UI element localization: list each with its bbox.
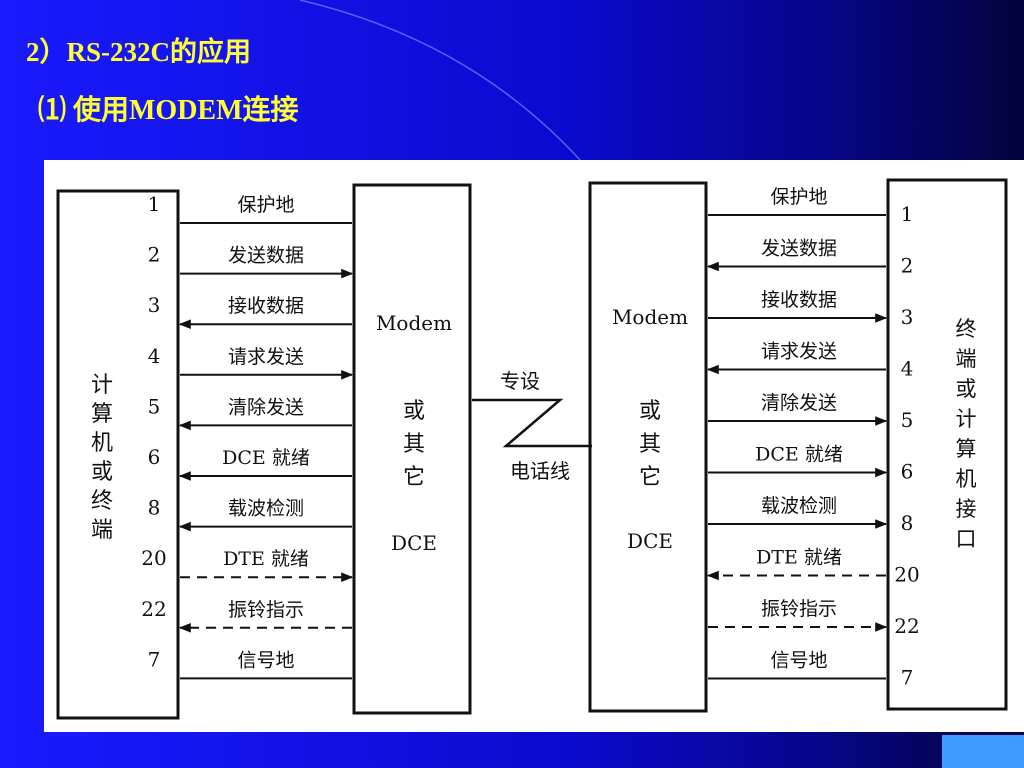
left-pin-number: 20 bbox=[141, 546, 166, 570]
left-pin-number: 22 bbox=[141, 597, 166, 621]
right-device-char: 接 bbox=[956, 497, 977, 521]
left-signal-name: 保护地 bbox=[237, 194, 294, 216]
decorative-curve bbox=[299, 0, 581, 160]
left-pin-number: 2 bbox=[148, 243, 161, 267]
left-device-char: 或 bbox=[91, 460, 113, 485]
right-pin-number: 1 bbox=[901, 202, 914, 226]
modem-connection-diagram: 专设 电话线 Modem DCE Modem DCE 或其它 或其它 计算机或终… bbox=[56, 178, 1008, 720]
right-pin-number: 6 bbox=[901, 460, 914, 484]
right-signal-name: 信号地 bbox=[770, 650, 827, 672]
right-pin-number: 22 bbox=[894, 614, 919, 638]
right-signal-name: 请求发送 bbox=[761, 341, 837, 363]
right-signal-name: DTE 就绪 bbox=[756, 547, 842, 569]
right-pin-number: 2 bbox=[901, 254, 914, 278]
right-signal-name: 发送数据 bbox=[761, 238, 837, 260]
right-pin-number: 4 bbox=[901, 357, 914, 381]
left-modem-box bbox=[352, 183, 472, 715]
right-dce-label: DCE bbox=[627, 529, 673, 553]
left-signal-name: DCE 就绪 bbox=[222, 447, 310, 469]
right-device-char: 端 bbox=[956, 347, 977, 371]
left-device-box bbox=[56, 189, 180, 720]
right-device-char: 计 bbox=[956, 407, 977, 431]
left-device-char: 算 bbox=[91, 402, 113, 427]
right-modem-char: 它 bbox=[639, 465, 661, 490]
right-device-char: 口 bbox=[956, 527, 977, 551]
right-signal-name: 振铃指示 bbox=[761, 598, 837, 620]
right-signal-name: 载波检测 bbox=[761, 495, 837, 517]
page-subtitle: ⑴ 使用MODEM连接 bbox=[38, 95, 299, 126]
left-pin-number: 4 bbox=[148, 344, 161, 368]
right-signal-name: DCE 就绪 bbox=[755, 444, 843, 466]
dedicated-line bbox=[472, 398, 592, 448]
right-pin-number: 8 bbox=[901, 511, 914, 535]
left-modem-char: 它 bbox=[403, 465, 425, 490]
right-signal-name: 保护地 bbox=[770, 186, 827, 208]
right-modem-char: 其 bbox=[639, 432, 661, 457]
right-modem-char: 或 bbox=[639, 399, 661, 424]
right-device-box bbox=[886, 178, 1008, 711]
line-label-bottom: 电话线 bbox=[510, 459, 570, 483]
left-device-char: 机 bbox=[91, 431, 113, 456]
right-pin-number: 3 bbox=[901, 305, 914, 329]
right-pin-number: 7 bbox=[901, 666, 914, 690]
left-signal-name: DTE 就绪 bbox=[223, 548, 309, 570]
left-pin-number: 6 bbox=[148, 445, 161, 469]
left-signal-name: 接收数据 bbox=[228, 295, 304, 317]
left-modem-char: 或 bbox=[403, 399, 425, 424]
left-signal-name: 振铃指示 bbox=[228, 599, 304, 621]
diagram-panel: 专设 电话线 Modem DCE Modem DCE 或其它 或其它 计算机或终… bbox=[44, 160, 1024, 732]
left-signal-name: 清除发送 bbox=[228, 396, 304, 418]
left-modem-vertical-label: 或其它 bbox=[403, 399, 425, 490]
left-pin-number: 8 bbox=[148, 496, 161, 520]
right-device-char: 终 bbox=[956, 317, 977, 341]
line-label-top: 专设 bbox=[500, 369, 540, 393]
right-device-char: 算 bbox=[956, 437, 977, 461]
left-signal-name: 请求发送 bbox=[228, 346, 304, 368]
left-signal-name: 载波检测 bbox=[228, 498, 304, 520]
right-modem-vertical-label: 或其它 bbox=[639, 399, 661, 490]
left-pin-number: 5 bbox=[148, 394, 161, 418]
left-pin-number: 1 bbox=[148, 192, 161, 216]
right-device-char: 或 bbox=[956, 377, 977, 401]
left-modem-label: Modem bbox=[376, 311, 452, 335]
right-signal-name: 接收数据 bbox=[761, 289, 837, 311]
left-device-char: 端 bbox=[91, 518, 113, 543]
left-signal-name: 信号地 bbox=[237, 649, 294, 671]
right-device-char: 机 bbox=[956, 467, 977, 491]
right-pin-number: 20 bbox=[894, 563, 919, 587]
page-title: 2）RS-232C的应用 bbox=[26, 37, 252, 67]
left-device-char: 终 bbox=[91, 489, 113, 514]
left-pin-number: 3 bbox=[148, 293, 161, 317]
left-pin-number: 7 bbox=[148, 647, 161, 671]
right-pin-number: 5 bbox=[901, 408, 914, 432]
left-signal-name: 发送数据 bbox=[228, 245, 304, 267]
right-signal-name: 清除发送 bbox=[761, 392, 837, 414]
left-modem-char: 其 bbox=[403, 432, 425, 457]
corner-decoration bbox=[942, 735, 1024, 768]
right-modem-label: Modem bbox=[612, 305, 688, 329]
left-device-char: 计 bbox=[91, 373, 113, 398]
left-dce-label: DCE bbox=[391, 531, 437, 555]
